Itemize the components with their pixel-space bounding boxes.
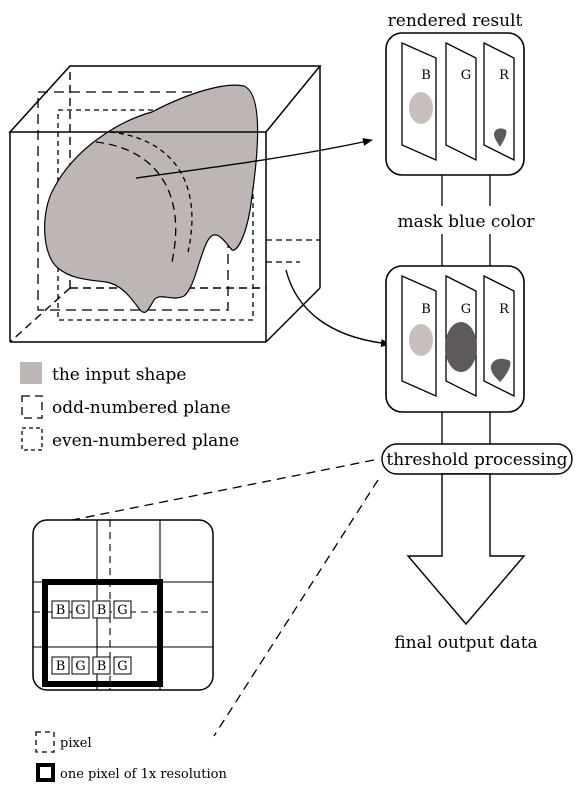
pixel-cells: B G B G B G B G <box>51 600 132 675</box>
rendered-plane-g <box>445 41 477 162</box>
cell-g-4: G <box>117 659 127 674</box>
cell-b-2: B <box>97 603 107 618</box>
masked-blob-r <box>490 358 511 382</box>
rendered-channel-r-label: R <box>499 68 510 83</box>
cell-b-3: B <box>56 659 66 674</box>
mask-blue-color-label: mask blue color <box>398 212 536 232</box>
cube-figure <box>8 65 322 343</box>
rendered-channel-g-label: G <box>461 68 471 83</box>
arrow-to-masked-result <box>285 269 391 348</box>
legend-odd-plane-label: odd-numbered plane <box>52 398 231 418</box>
rendered-blob-r <box>494 128 507 147</box>
input-shape <box>44 84 259 313</box>
legend-even-plane-label: even-numbered plane <box>52 431 239 451</box>
pixel-legend-swatch <box>35 731 55 753</box>
masked-blob-b <box>409 324 433 356</box>
one-pixel-1x-border <box>42 579 163 687</box>
threshold-processing-label: threshold processing <box>386 450 567 470</box>
slice-curve-odd <box>95 141 177 263</box>
arrow-to-rendered-result <box>135 138 373 179</box>
zoom-line-right <box>213 479 379 737</box>
connector-lines-bottom <box>441 412 491 444</box>
connector-lines-top <box>441 175 491 266</box>
masked-channel-b-label: B <box>421 302 431 317</box>
cell-b-1: B <box>56 603 66 618</box>
odd-numbered-plane-rect <box>37 91 229 311</box>
legend-even-plane-swatch <box>21 427 43 451</box>
cell-g-2: G <box>117 603 127 618</box>
masked-blob-g <box>445 322 477 372</box>
legend-input-shape-label: the input shape <box>52 365 186 385</box>
legend-odd-plane-swatch <box>21 395 43 419</box>
final-output-data-label: final output data <box>394 633 537 653</box>
rendered-plane-r <box>483 41 515 162</box>
pixel-legend: pixel one pixel of 1x resolution <box>35 731 227 782</box>
legend: the input shape odd-numbered plane even-… <box>20 362 239 451</box>
cell-g-3: G <box>75 659 85 674</box>
rendered-channel-b-label: B <box>421 68 431 83</box>
zoom-line-left <box>41 459 375 527</box>
cube-visible-edges <box>8 65 322 343</box>
one-pixel-legend-label: one pixel of 1x resolution <box>60 767 227 782</box>
pixel-legend-label: pixel <box>60 736 92 751</box>
masked-channel-g-label: G <box>461 302 471 317</box>
cell-g-1: G <box>75 603 85 618</box>
slice-curve-even <box>109 131 193 253</box>
pixel-detail-panel: B G B G B G B G <box>32 519 214 691</box>
rendered-result-label: rendered result <box>388 11 523 31</box>
rendered-blob-b <box>409 92 433 124</box>
masked-channel-r-label: R <box>499 302 510 317</box>
plane-projection-lines <box>266 239 320 263</box>
one-pixel-legend-swatch <box>36 763 55 782</box>
legend-input-shape-swatch <box>20 362 42 384</box>
cell-b-4: B <box>97 659 107 674</box>
output-arrow <box>406 473 526 626</box>
